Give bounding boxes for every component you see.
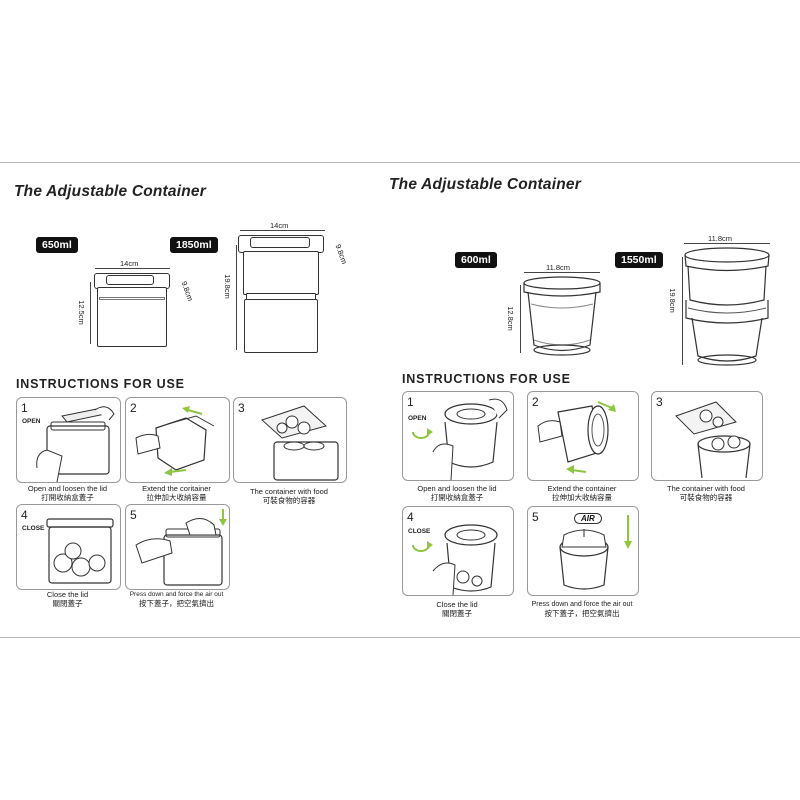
left-badge-1850ml: 1850ml [170, 237, 218, 253]
bottom-rule [0, 637, 800, 638]
step-number: 2 [532, 395, 539, 409]
right-title: The Adjustable Container [389, 176, 581, 193]
right-badge-600ml: 600ml [455, 252, 497, 268]
left-step-2: 2 [125, 397, 230, 483]
left-small-depth: 9.8cm [179, 280, 195, 303]
right-badge-1550ml: 1550ml [615, 252, 663, 268]
left-step-4: 4 CLOSE [16, 504, 121, 590]
press-round-lid-illustration [559, 515, 632, 590]
left-badge-650ml: 650ml [36, 237, 78, 253]
left-step-1: 1 OPEN [16, 397, 121, 483]
step-number: 5 [130, 508, 137, 522]
left-large-depth: 9.8cm [333, 243, 349, 266]
left-step-3: 3 [233, 397, 347, 483]
extend-round-container-illustration [537, 401, 616, 474]
left-step-5: 5 [125, 504, 230, 590]
step-number: 5 [532, 510, 539, 524]
right-step-1: 1 OPEN [402, 391, 514, 481]
left-small-width: 14cm [120, 259, 139, 268]
step-number: 3 [238, 401, 245, 415]
right-small-width: 11.8cm [546, 263, 571, 272]
right-step-4: 4 CLOSE [402, 506, 514, 596]
round-container-with-food-illustration [675, 401, 751, 479]
left-title: The Adjustable Container [14, 183, 206, 200]
top-rule [0, 162, 800, 163]
container-with-food-illustration [261, 405, 339, 481]
right-section-title: INSTRUCTIONS FOR USE [402, 372, 571, 386]
right-large-height: 19.8cm [667, 288, 677, 313]
step-tag: OPEN [22, 418, 41, 425]
left-small-height: 12.5cm [76, 300, 86, 325]
right-large-width: 11.8cm [708, 234, 733, 243]
air-label: AIR [574, 513, 602, 524]
right-step-2: 2 [527, 391, 639, 481]
step-number: 4 [21, 508, 28, 522]
close-round-lid-illustration [412, 524, 498, 595]
step-number: 4 [407, 510, 414, 524]
open-lid-illustration [36, 406, 115, 482]
right-step-5: 5 AIR [527, 506, 639, 596]
step-number: 2 [130, 401, 137, 415]
right-step-3: 3 [651, 391, 763, 481]
right-small-height: 12.8cm [505, 306, 515, 331]
step-number: 1 [407, 395, 414, 409]
left-section-title: INSTRUCTIONS FOR USE [16, 377, 185, 391]
open-round-lid-illustration [412, 398, 508, 480]
left-large-height: 19.8cm [222, 274, 232, 299]
left-large-width: 14cm [270, 221, 289, 230]
step-tag: CLOSE [408, 528, 431, 535]
close-lid-illustration [46, 518, 114, 584]
step-number: 1 [21, 401, 28, 415]
extend-container-illustration [135, 406, 215, 476]
step-tag: CLOSE [22, 525, 45, 532]
press-down-illustration [135, 509, 227, 586]
step-number: 3 [656, 395, 663, 409]
step-tag: OPEN [408, 415, 427, 422]
